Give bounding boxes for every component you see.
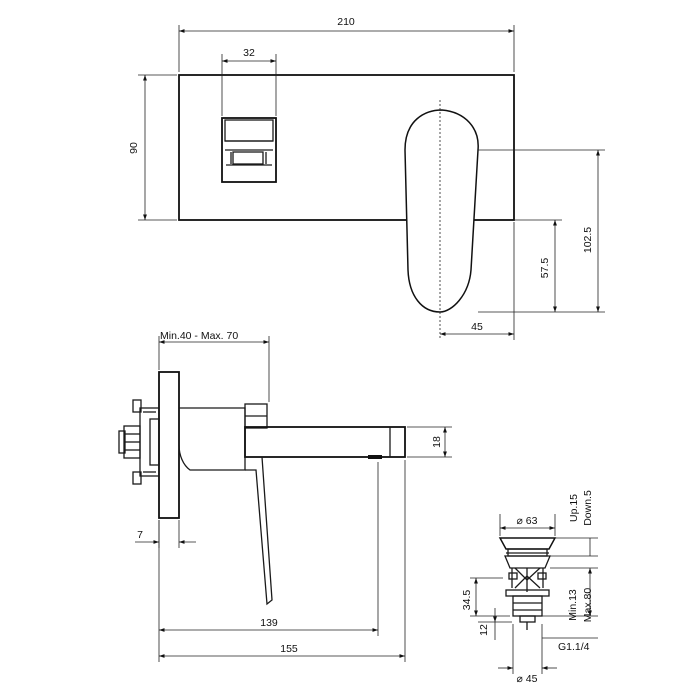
mixer-body [178,407,246,471]
dim-spout-width: 45 [471,321,483,333]
thread-label: G1.1/4 [558,641,590,653]
dim-plate-depth: 7 [137,529,143,541]
side-wall-plate [158,371,180,519]
spout [244,426,406,458]
lever-front [404,109,479,313]
dim-bottom-diameter: ⌀ 45 [517,673,538,685]
drain-cap [498,537,557,550]
dim-cap-diameter: ⌀ 63 [517,515,538,527]
side-view: Min.40 - Max. 70 18 7 139 155 [118,330,452,662]
dim-flange-height: 12 [478,624,490,636]
dim-min-range: Min.13 [567,589,579,621]
rear-mechanism [118,399,160,485]
dim-lever-low: 57.5 [539,258,551,279]
wall-plate [178,74,515,221]
lever-side [245,456,273,606]
dim-plate-height: 90 [128,142,140,154]
dim-max-range: Max.80 [582,588,594,623]
drain-body [512,595,543,617]
front-view: 210 32 90 102.5 57.5 45 [128,16,605,340]
drain-view: ⌀ 63 Up.15 Down.5 34.5 12 Min.13 Max.80 … [461,490,598,685]
dim-total-reach: 155 [280,643,298,655]
dim-window-width: 32 [243,47,255,59]
dim-wall-range: Min.40 - Max. 70 [160,330,238,342]
dim-lift-up: Up.15 [568,494,580,522]
dim-lift-down: Down.5 [582,490,594,526]
drain-basket [508,567,547,592]
dim-outlet-reach: 139 [260,617,278,629]
dim-body-height: 34.5 [461,590,473,611]
control-block [221,117,277,183]
dim-lever-high: 102.5 [582,227,594,253]
dim-spout-height: 18 [431,436,443,448]
dim-overall-width: 210 [337,16,355,28]
